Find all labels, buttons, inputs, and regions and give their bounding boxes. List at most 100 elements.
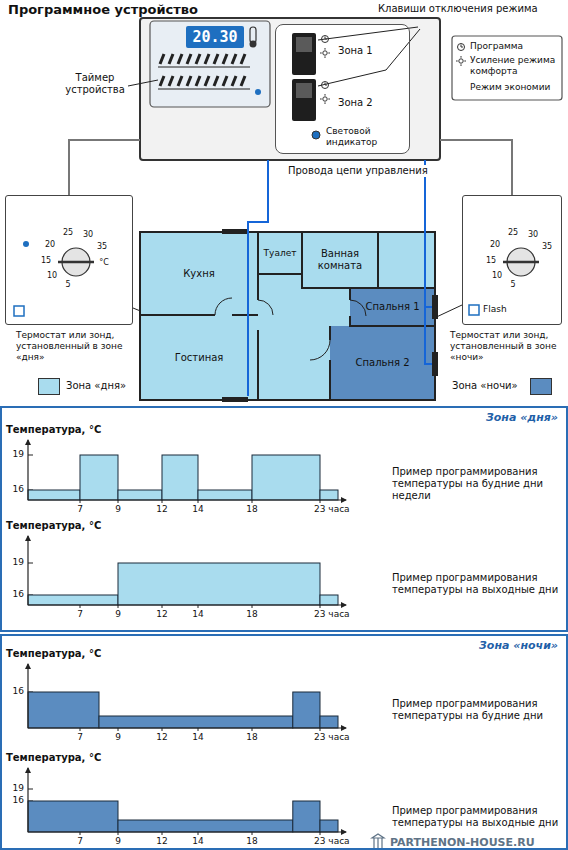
floor-plan <box>310 340 330 360</box>
leader-line <box>318 29 420 86</box>
thermostat-dial <box>6 196 132 324</box>
dial-number: 15 <box>481 256 501 266</box>
hour-label: 18 <box>242 732 262 743</box>
tick-label: 16 <box>2 795 24 806</box>
control-wire <box>425 306 432 308</box>
y-axis <box>27 440 28 500</box>
temperature-bar <box>320 595 338 605</box>
timer-segment <box>169 54 173 64</box>
axis-title: Температура, °C <box>6 424 101 436</box>
room: Ванная комната <box>302 232 378 288</box>
timer-baseline <box>158 89 250 90</box>
programmer-housing <box>150 21 270 107</box>
dial-number: 30 <box>78 230 98 240</box>
dial-number: 35 <box>92 242 112 252</box>
moon-icon <box>458 84 462 92</box>
floor-plan <box>432 295 438 319</box>
status-dot <box>23 241 29 247</box>
tick-label: 19 <box>2 557 24 568</box>
floor-plan <box>140 314 258 316</box>
timer-segment <box>232 54 236 64</box>
temperature-bar <box>162 455 198 500</box>
timer-segment <box>196 54 200 64</box>
sun-icon <box>320 94 330 104</box>
legend-label: Режим экономии <box>470 82 558 93</box>
chart-description: Пример программирования температуры на б… <box>392 466 562 502</box>
axis-arrow <box>25 767 31 773</box>
timer-segment <box>196 76 200 86</box>
floor-plan <box>330 288 435 400</box>
indicator-lamp <box>312 131 320 139</box>
timer-segment <box>223 76 227 86</box>
tick-label: 16 <box>2 589 24 600</box>
clock-icon <box>322 82 329 89</box>
clock-icon <box>325 83 327 86</box>
axis-arrow <box>25 663 31 669</box>
floor-plan <box>350 288 435 326</box>
thermostat-caption: Термостат или зонд, установленный в зоне… <box>16 330 140 363</box>
watermark-icon <box>372 834 384 848</box>
switch-key <box>292 33 316 75</box>
dial-number: 5 <box>503 280 523 290</box>
temperature-bar <box>118 563 320 605</box>
timer-segment <box>160 54 164 64</box>
dial-number: 25 <box>503 228 523 238</box>
thermostat-night: 2530352015105Flash <box>462 195 562 325</box>
hour-label: 12 <box>152 836 172 847</box>
dial-number: 35 <box>537 242 557 252</box>
legend-label: Усиление режима комфорта <box>470 55 558 77</box>
dial-number: 10 <box>487 271 507 281</box>
y-axis <box>27 536 28 605</box>
programmer-housing <box>250 41 257 48</box>
hour-label: 9 <box>108 732 128 743</box>
tick-label: 19 <box>2 783 24 794</box>
zone-heading: Зона «ночи» <box>479 639 558 652</box>
axis-tick <box>28 789 33 790</box>
hour-label: 9 <box>108 609 128 620</box>
room: Спальня 1 <box>350 288 435 326</box>
dial-number: 5 <box>58 280 78 290</box>
hour-label: 14 <box>188 732 208 743</box>
lcd-display: 20.30 <box>186 26 244 48</box>
floor-plan <box>329 326 331 400</box>
hour-label: 14 <box>188 836 208 847</box>
x-axis <box>28 831 346 832</box>
timer-segment <box>223 54 227 64</box>
zone-panel: Зона «дня» <box>0 406 568 632</box>
temperature-bar <box>28 490 80 500</box>
axis-tick <box>28 455 33 456</box>
tick-label: 19 <box>2 449 24 460</box>
timer-segment <box>214 76 218 86</box>
axis-arrow <box>341 725 347 731</box>
axis-arrow <box>341 602 347 608</box>
callout-label: Клавиши отключения режима <box>378 3 538 15</box>
status-icon <box>14 306 24 316</box>
watermark-icon <box>372 834 384 848</box>
flash-icon <box>469 305 479 315</box>
temperature-bar <box>320 716 338 728</box>
programmer-device: Программное устройство20.30Зона 1Зона 2С… <box>140 18 440 160</box>
thermostat-day: 2530352015105°C <box>5 195 133 325</box>
room-name: Ванная комната <box>304 248 376 272</box>
hour-label: 23 часа <box>314 504 350 515</box>
x-axis <box>28 499 346 500</box>
axis-tick <box>28 563 33 564</box>
thermostat-cable <box>440 140 512 195</box>
floor-plan <box>257 232 259 400</box>
room-name: Туалет <box>264 248 297 259</box>
hour-label: 7 <box>70 732 90 743</box>
room: Туалет <box>258 232 302 274</box>
sun-icon <box>323 97 327 101</box>
temperature-bar <box>99 716 293 728</box>
temperature-bar <box>80 455 118 500</box>
dial-number: 30 <box>523 230 543 240</box>
room-name: Кухня <box>183 268 215 280</box>
sun-icon <box>456 56 466 66</box>
hour-label: 18 <box>242 504 262 515</box>
dial-number: 20 <box>485 240 505 250</box>
floor-plan <box>432 352 438 376</box>
axis-arrow <box>25 439 31 445</box>
timer-segment <box>205 54 209 64</box>
